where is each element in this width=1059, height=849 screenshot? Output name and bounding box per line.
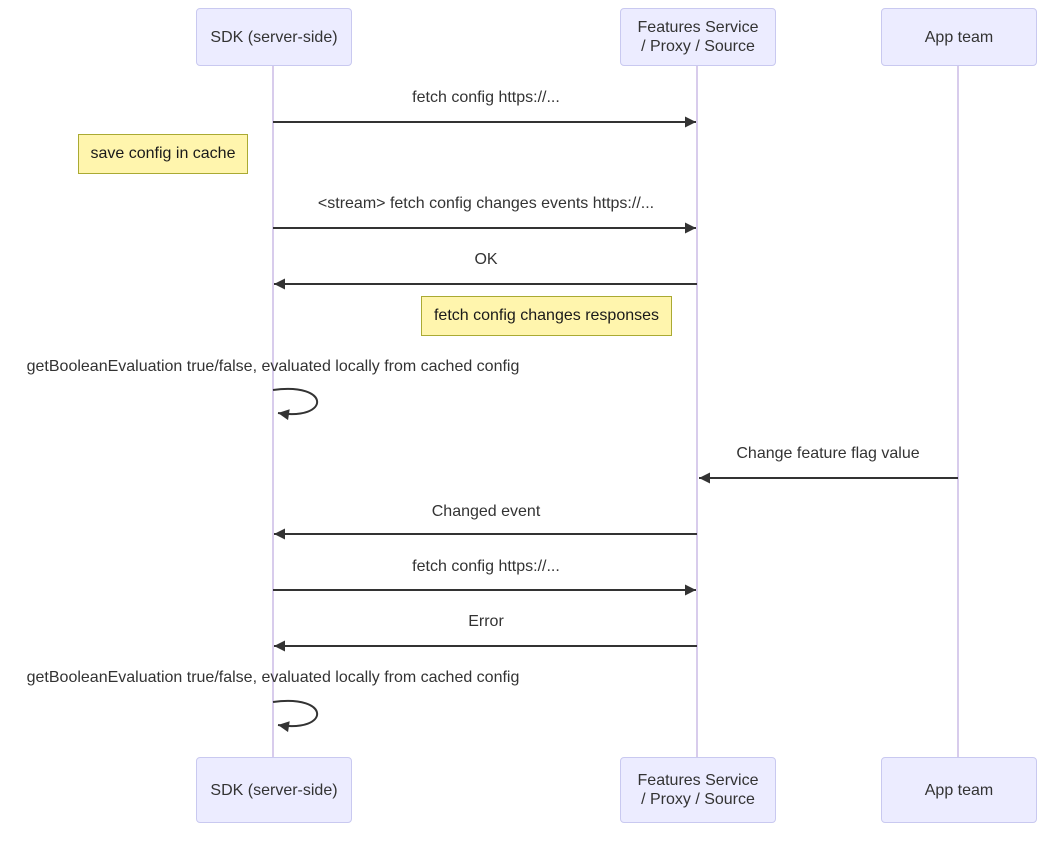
lifeline-features-service (696, 65, 698, 757)
actor-app-team-label: App team (924, 781, 994, 799)
actor-sdk-top: SDK (server-side) (196, 8, 352, 66)
lifeline-app-team (957, 65, 959, 757)
message-label-changed-event: Changed event (431, 503, 541, 520)
message-label-error: Error (468, 613, 504, 630)
note-fetch-config-changes-responses: fetch config changes responses (421, 296, 672, 336)
message-label-get-boolean-evaluation-1: getBooleanEvaluation true/false, evaluat… (26, 358, 520, 375)
actor-sdk-bottom: SDK (server-side) (196, 757, 352, 823)
actor-sdk-label: SDK (server-side) (210, 781, 338, 799)
note-save-config-in-cache: save config in cache (78, 134, 248, 174)
actor-features-service-label-line2: / Proxy / Source (641, 791, 755, 808)
self-loop-get-boolean-evaluation-2 (272, 699, 319, 733)
message-label-ok: OK (474, 251, 498, 268)
actor-features-service-label-line1: Features Service (637, 19, 759, 36)
actor-sdk-label: SDK (server-side) (210, 28, 338, 46)
message-label-get-boolean-evaluation-2: getBooleanEvaluation true/false, evaluat… (26, 669, 520, 686)
message-label-fetch-config-2: fetch config https://... (412, 558, 560, 575)
actor-features-service-label-line1: Features Service (637, 772, 759, 789)
actor-features-service-label-line2: / Proxy / Source (641, 38, 755, 55)
message-label-fetch-config: fetch config https://... (412, 89, 560, 106)
self-loop-get-boolean-evaluation-1 (272, 387, 319, 421)
message-label-change-feature-flag-value: Change feature flag value (736, 445, 920, 462)
actor-app-team-label: App team (924, 28, 994, 46)
actor-features-service-bottom: Features Service / Proxy / Source (620, 757, 776, 823)
actor-app-team-top: App team (881, 8, 1037, 66)
lifeline-sdk (272, 65, 274, 757)
actor-app-team-bottom: App team (881, 757, 1037, 823)
actor-features-service-top: Features Service / Proxy / Source (620, 8, 776, 66)
message-label-stream-fetch-config-changes: <stream> fetch config changes events htt… (317, 195, 655, 212)
